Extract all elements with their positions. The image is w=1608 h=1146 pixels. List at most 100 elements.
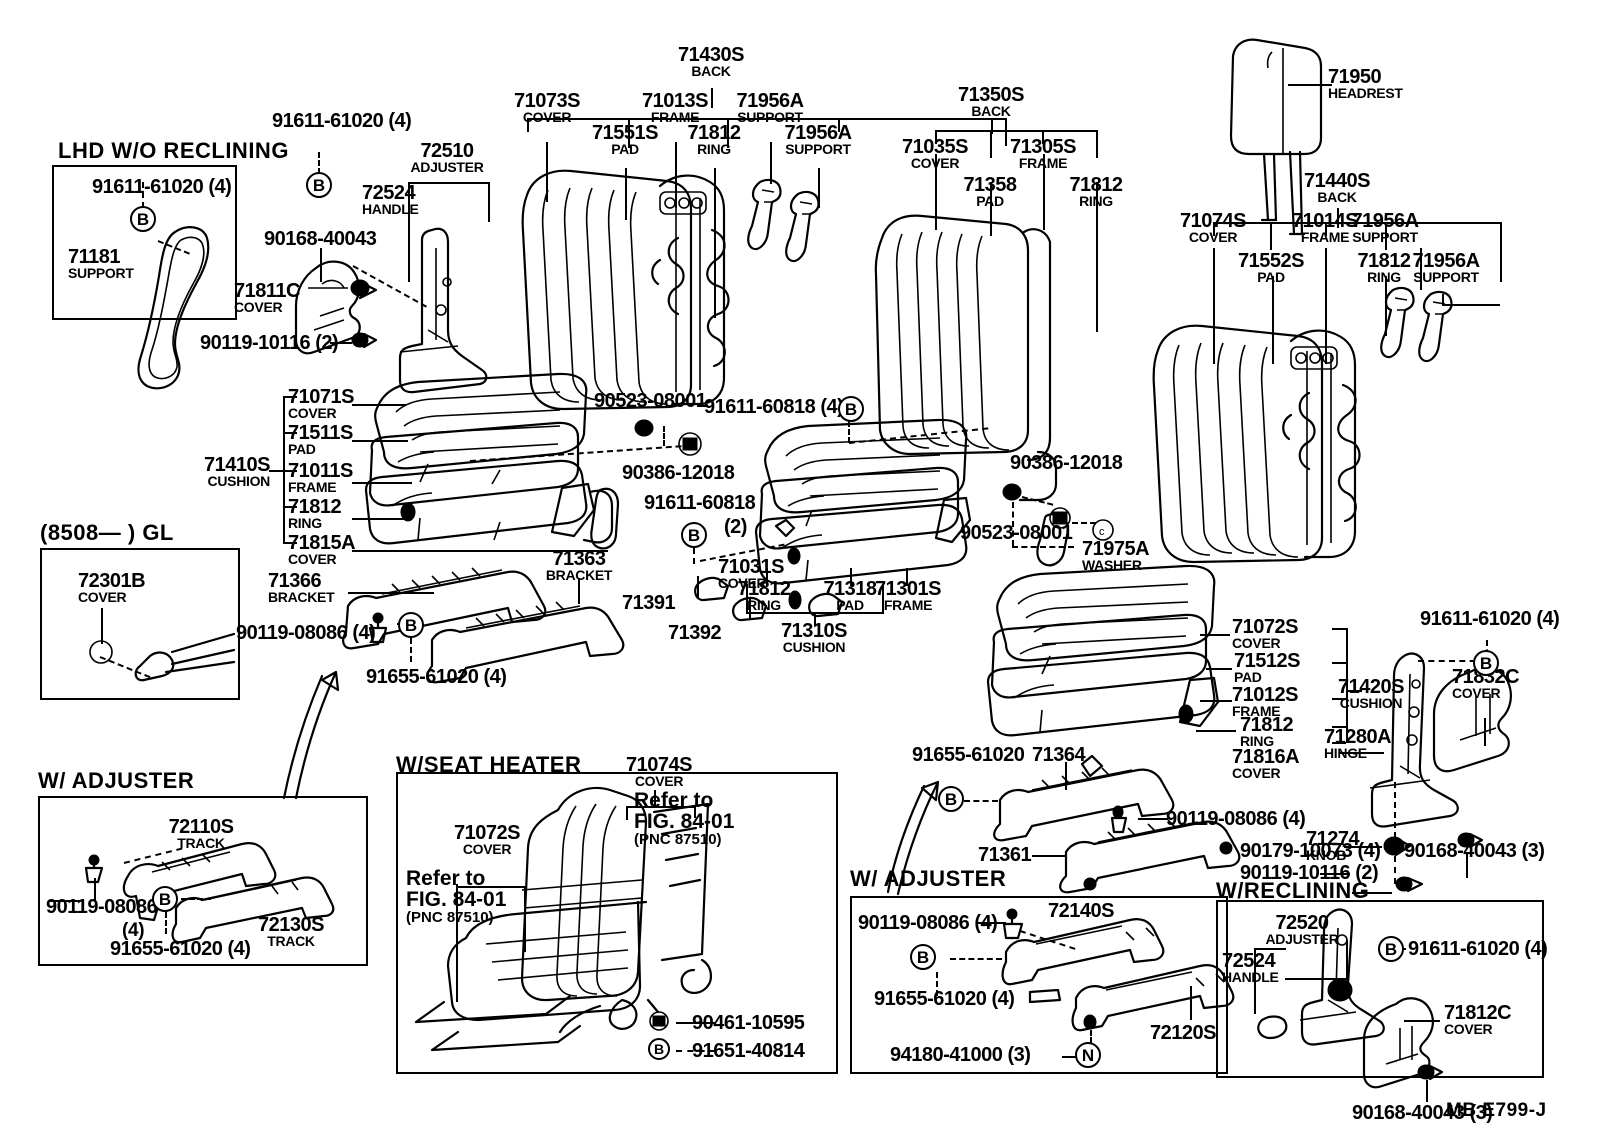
leader <box>770 142 772 184</box>
art-90119-10116-bolt <box>351 332 378 349</box>
part-90119-08086-panel: 90119-08086 <box>46 896 158 918</box>
leader <box>1042 130 1044 144</box>
leader <box>1385 222 1387 250</box>
leader <box>352 404 406 406</box>
part-71552S-pad: 71552S PAD <box>1216 250 1326 284</box>
part-name: FRAME <box>1232 703 1281 719</box>
part-number: 71812 <box>687 122 741 144</box>
leader <box>990 182 992 236</box>
part-number: 71552S <box>1238 250 1304 272</box>
part-number: 71071S <box>288 386 354 408</box>
part-number: 71511S <box>288 422 353 444</box>
leader <box>101 608 103 644</box>
leader <box>1346 940 1348 980</box>
leader <box>527 118 1007 120</box>
leader <box>1426 1080 1428 1102</box>
part-90119-08086-adj: 90119-08086 (4) <box>858 912 998 934</box>
part-71071S-cover: 71071S COVER <box>288 386 354 420</box>
part-91611-60818-4: 91611-60818 (4) <box>704 396 844 418</box>
leader <box>1254 948 1256 1014</box>
part-71956A-support-2: 71956A SUPPORT <box>763 122 873 156</box>
leader <box>527 118 529 132</box>
dashed-leader <box>1394 856 1396 884</box>
leader <box>625 168 627 220</box>
part-72524-handle-recl: 72524 HANDLE <box>1222 950 1279 984</box>
part-number: 71013S <box>642 90 708 112</box>
part-name: TRACK <box>177 835 225 851</box>
leader <box>269 470 285 472</box>
leader <box>1065 762 1067 790</box>
art-71956A-left-pair <box>747 178 820 263</box>
part-name: FRAME <box>1300 229 1350 245</box>
part-name: FRAME <box>883 597 933 613</box>
leader <box>352 482 412 484</box>
dashed-leader <box>1012 546 1074 548</box>
dashed-leader <box>936 972 938 996</box>
part-71014S-frame: 71014S FRAME <box>1270 210 1380 245</box>
refer-line2: FIG. 84-01 <box>406 888 507 911</box>
leader <box>408 182 410 282</box>
part-71512S-pad-r: 71512S PAD <box>1234 651 1300 684</box>
part-71074S-cover: 71074S COVER <box>1158 211 1268 245</box>
marker-b-heater: B <box>648 1038 670 1060</box>
part-name: HANDLE <box>362 201 419 217</box>
part-number: 72110S <box>168 816 234 838</box>
leader <box>1096 130 1098 158</box>
leader <box>1213 222 1215 236</box>
leader <box>675 142 677 208</box>
part-number: 72301B <box>78 570 146 592</box>
part-number: 71031S <box>718 556 784 578</box>
part-71975A-washer: 71975A WASHER <box>1082 539 1150 572</box>
leader <box>1325 248 1327 364</box>
part-number: 71014S <box>1292 210 1358 232</box>
part-number: 72524 <box>1222 950 1276 972</box>
part-90523-08001-b: 90523-08001 <box>960 522 1073 544</box>
part-71812-ring-right: 71812 RING <box>1329 251 1439 284</box>
part-72510-adjuster: 72510 ADJUSTER <box>392 141 502 174</box>
refer-note-right: Refer to FIG. 84-01 (PNC 87510) <box>634 790 734 847</box>
leader <box>1500 222 1502 282</box>
leader <box>283 470 297 472</box>
part-name: FRAME <box>288 479 337 495</box>
art-arrow-left <box>282 670 340 800</box>
part-90179-10073: 90179-10073 (4) <box>1240 840 1381 862</box>
leader <box>1466 852 1468 878</box>
part-94180-41000: 94180-41000 (3) <box>890 1044 1031 1066</box>
dashed-leader <box>318 152 320 182</box>
part-71361: 71361 <box>978 844 1032 866</box>
leader <box>50 900 80 902</box>
part-71073S-cover: 71073S COVER <box>492 91 602 124</box>
part-72120S: 72120S <box>1150 1022 1216 1044</box>
part-name: COVER <box>1188 229 1238 245</box>
leader <box>1346 690 1362 692</box>
part-name: CUSHION <box>207 473 271 489</box>
part-72301B-cover: 72301B COVER <box>78 570 146 604</box>
leader <box>1196 730 1236 732</box>
dashed-leader <box>181 898 211 900</box>
leader <box>1200 634 1230 636</box>
part-number: 71956A <box>784 122 852 144</box>
figure-footer-code: MB E799-J <box>1446 1100 1547 1121</box>
marker-n: N <box>1075 1042 1101 1068</box>
part-90168-40043-3: 90168-40043 (3) <box>1404 840 1545 862</box>
part-number: 71812 <box>1069 174 1123 196</box>
leader <box>283 432 297 434</box>
leader <box>746 584 748 614</box>
leader <box>456 886 458 1002</box>
marker-b: B <box>838 396 864 422</box>
part-number: 71280A <box>1324 726 1392 748</box>
part-number: 71440S <box>1304 170 1370 192</box>
part-number: 71072S <box>454 822 520 844</box>
part-72110S-track: 72110S TRACK <box>148 816 254 851</box>
dashed-leader <box>1090 1030 1092 1050</box>
part-number: 71366 <box>268 570 322 592</box>
part-90386-12018-a: 90386-12018 <box>622 462 735 484</box>
marker-b: B <box>1473 650 1499 676</box>
part-71031S-cover: 71031S COVER <box>718 556 784 590</box>
part-71430S-back: 71430S BACK <box>656 45 766 78</box>
part-71012S-frame-r: 71012S FRAME <box>1232 685 1298 719</box>
part-72130S-track: 72130S TRACK <box>238 915 344 948</box>
part-number: 71072S <box>1232 616 1298 638</box>
art-72510-adjuster <box>398 227 488 394</box>
part-name: RING <box>288 515 322 531</box>
